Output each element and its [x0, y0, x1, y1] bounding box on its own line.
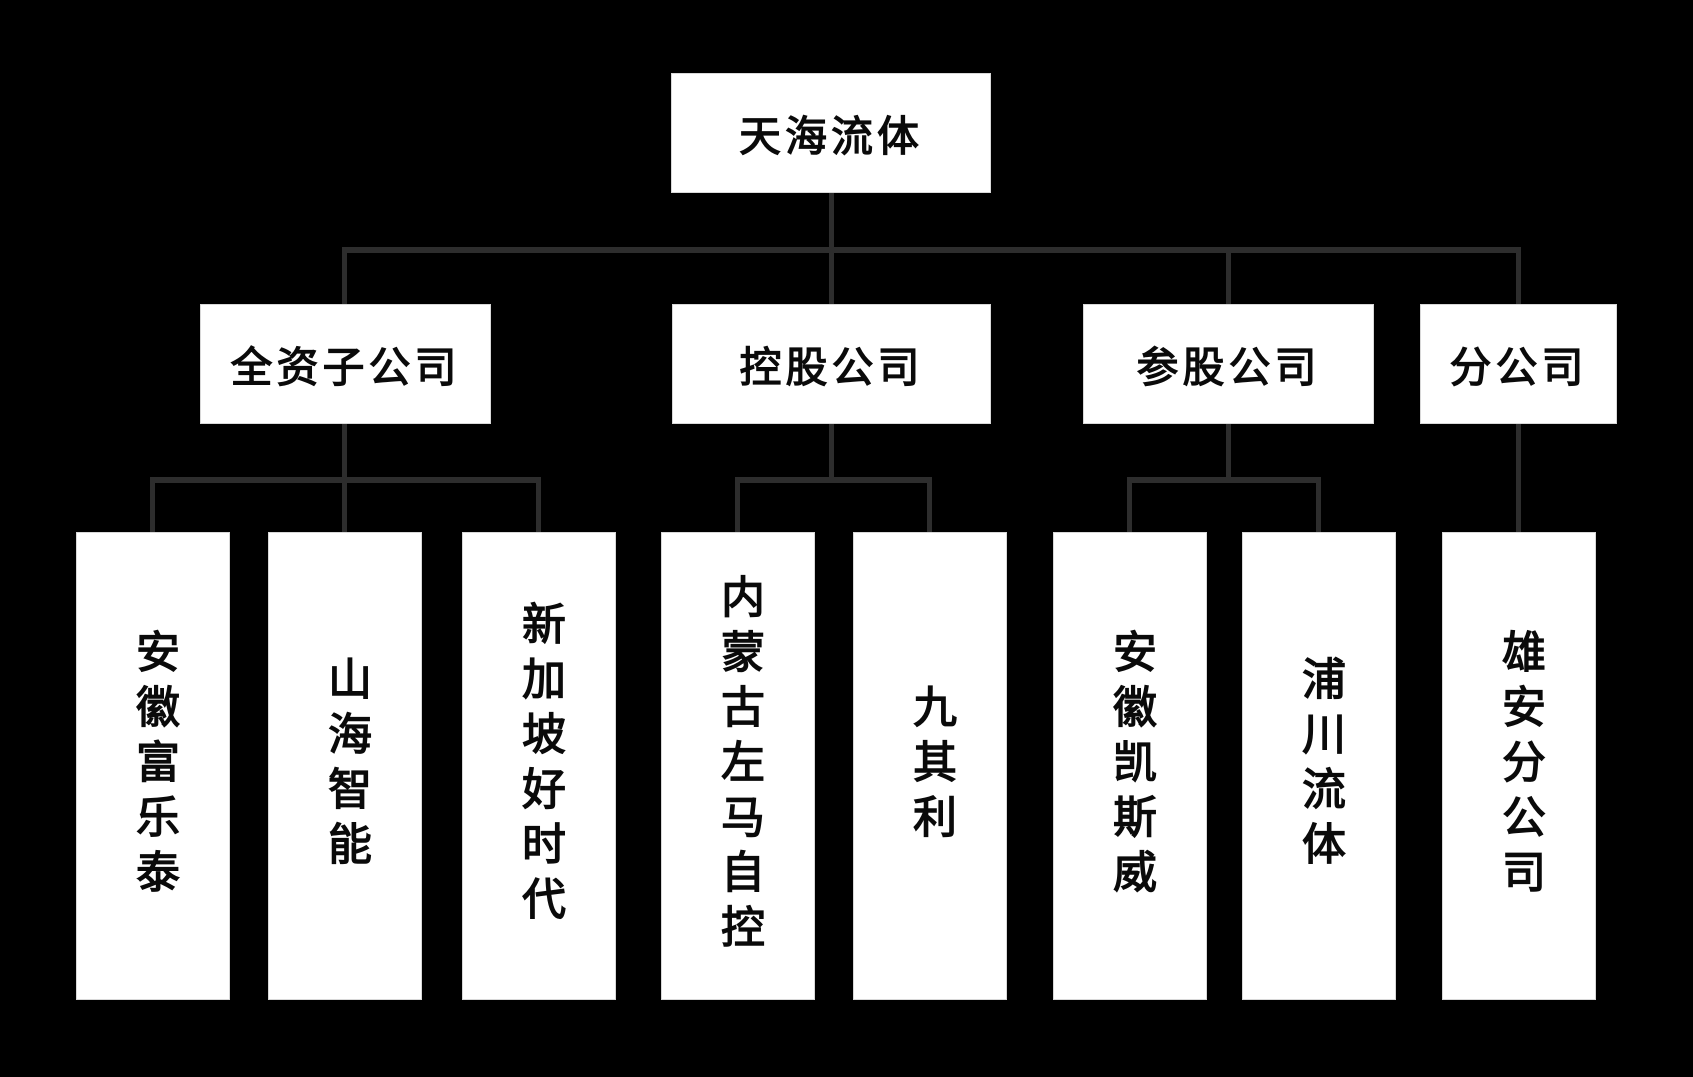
connector-branch-1-trunk	[829, 424, 834, 477]
connector-drop-child-1-0	[735, 483, 740, 532]
node-company-singapore-haoshidai: 新加坡好时代	[462, 532, 616, 1000]
connector-root-trunk	[829, 193, 834, 247]
connector-drop-child-0-2	[536, 483, 541, 532]
node-company-jiuqili: 九其利	[853, 532, 1007, 1000]
connector-drop-child-2-0	[1127, 483, 1132, 532]
node-company-xiongan-fengongsi: 雄安分公司	[1442, 532, 1596, 1000]
connector-drop-branch-1	[829, 253, 834, 304]
connector-drop-branch-3	[1516, 253, 1521, 304]
node-company-puchuan-liuti: 浦川流体	[1242, 532, 1396, 1000]
connector-branch-0-trunk	[342, 424, 347, 477]
connector-branch-2-rail	[1127, 477, 1321, 483]
connector-drop-branch-2	[1226, 253, 1231, 304]
connector-drop-child-0-1	[342, 483, 347, 532]
node-branch-equity: 参股公司	[1083, 304, 1374, 424]
node-company-anhui-kaisiwei: 安徽凯斯威	[1053, 532, 1207, 1000]
connector-branch-1-rail	[735, 477, 932, 483]
node-company-anhui-fuletai: 安徽富乐泰	[76, 532, 230, 1000]
connector-branch-0-rail	[150, 477, 541, 483]
node-branch-branch-office: 分公司	[1420, 304, 1617, 424]
node-root: 天海流体	[671, 73, 991, 193]
node-branch-wholly-owned: 全资子公司	[200, 304, 491, 424]
connector-branch-3-trunk	[1516, 424, 1521, 532]
node-company-neimenggu-zuoma: 内蒙古左马自控	[661, 532, 815, 1000]
connector-drop-child-1-1	[927, 483, 932, 532]
connector-drop-branch-0	[342, 253, 347, 304]
connector-level2-rail	[342, 247, 1521, 253]
connector-drop-child-2-1	[1316, 483, 1321, 532]
connector-drop-child-0-0	[150, 483, 155, 532]
node-company-shanhai-zhineng: 山海智能	[268, 532, 422, 1000]
node-branch-holding: 控股公司	[672, 304, 991, 424]
connector-branch-2-trunk	[1226, 424, 1231, 477]
